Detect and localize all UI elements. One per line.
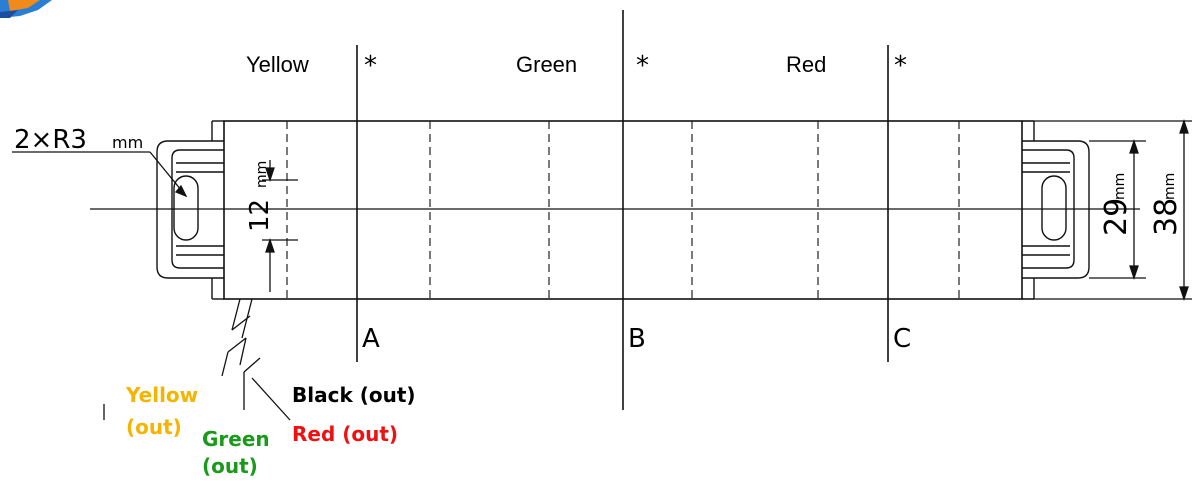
segment-dividers: [286, 121, 960, 299]
hole-callout: [12, 151, 188, 198]
right-bracket: [1022, 120, 1090, 300]
right-height-dimensions: [1022, 118, 1192, 302]
center-height-label: 12: [245, 199, 275, 232]
separator-marker-a: *: [364, 51, 377, 81]
wire-label-yellow: Yellow (out): [126, 382, 198, 440]
separator-marker-c: *: [894, 51, 907, 81]
center-height-unit: mm: [254, 161, 270, 188]
section-letter-c: C: [893, 324, 911, 354]
wire-label-black: Black (out): [292, 383, 416, 407]
wire-label-yellow-line1: Yellow: [126, 383, 199, 407]
outer-height-unit: mm: [1162, 173, 1178, 200]
wire-label-red: Red (out): [292, 422, 399, 446]
wire-label-green-line2: (out): [202, 454, 258, 478]
hole-dimension-unit: mm: [112, 133, 143, 152]
section-letter-a: A: [362, 324, 380, 354]
inner-height-unit: mm: [1112, 173, 1128, 200]
hole-dimension-label: 2×R3: [14, 125, 87, 155]
separator-marker-b: *: [636, 51, 649, 81]
section-letter-b: B: [628, 324, 646, 354]
center-height-dimension: [262, 160, 298, 292]
left-bracket: [156, 120, 224, 300]
wire-leads: [103, 298, 291, 421]
wire-label-yellow-line2: (out): [126, 415, 182, 439]
wire-label-green: Green (out): [202, 426, 270, 480]
zone-label-yellow: Yellow: [246, 52, 309, 77]
inner-height-label: 29: [1099, 198, 1134, 236]
wire-label-green-line1: Green: [202, 427, 270, 451]
zone-label-green: Green: [516, 52, 578, 77]
logo-icon: [0, 0, 52, 18]
outer-height-label: 38: [1149, 198, 1184, 236]
zone-label-red: Red: [786, 52, 827, 77]
